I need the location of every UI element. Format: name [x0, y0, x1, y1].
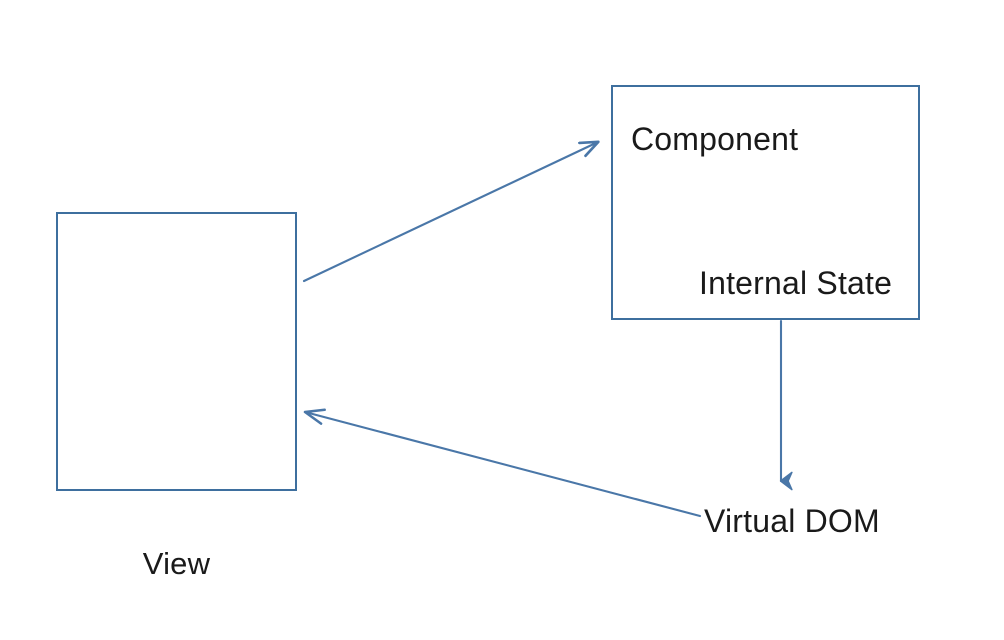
node-view[interactable]: View — [56, 212, 297, 581]
node-component[interactable] — [611, 85, 920, 320]
node-view-label: View — [142, 546, 211, 581]
node-virtual-dom-label: Virtual DOM — [704, 503, 880, 539]
node-component-label: Component — [631, 121, 799, 157]
node-component-internal-state-label: Internal State — [699, 265, 893, 301]
connector-virtual-dom-to-view — [303, 408, 702, 518]
connector-view-to-component — [302, 142, 598, 283]
